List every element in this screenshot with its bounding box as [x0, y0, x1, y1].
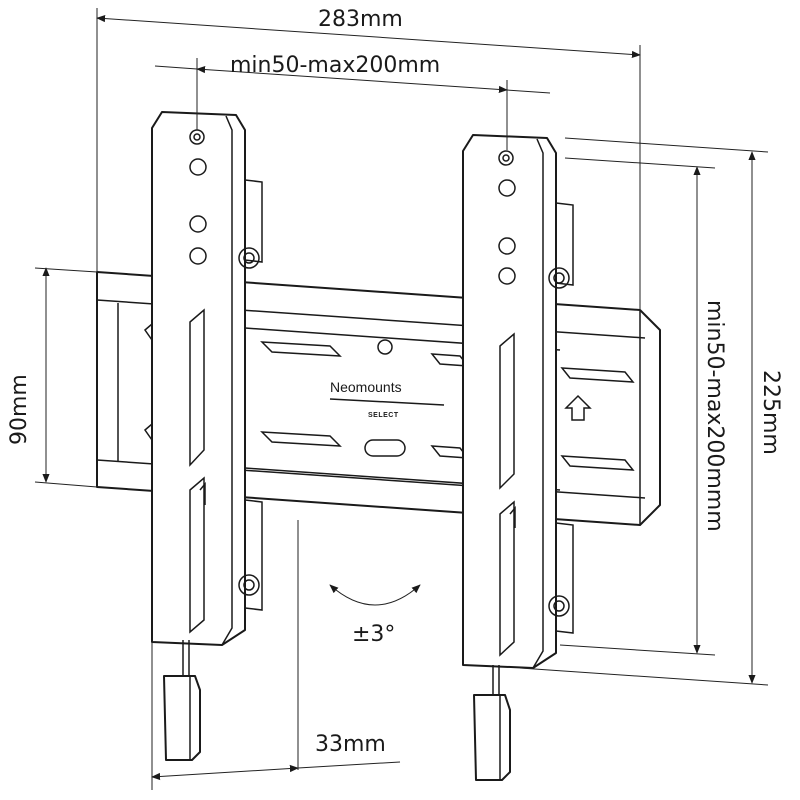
dim-overall-width: 283mm: [96, 7, 641, 310]
dim-vesa-height-label: min50-max200mmm: [702, 300, 727, 532]
dim-overall-height-label: 225mm: [758, 370, 783, 455]
right-bracket: [462, 134, 574, 669]
right-safety-lock: [473, 665, 511, 781]
brand-sub: SELECT: [368, 412, 399, 419]
dim-wall-depth: 33mm: [151, 520, 401, 790]
up-arrow-icon: [564, 394, 592, 421]
dim-vesa-height: min50-max200mmm: [559, 157, 727, 656]
dim-vesa-width-label: min50-max200mm: [230, 53, 440, 78]
brand-logo: Neomounts SELECT: [329, 379, 445, 419]
dim-vesa-width: min50-max200mm: [154, 53, 551, 150]
dim-wall-depth-label: 33mm: [315, 732, 386, 757]
dim-tilt: ±3°: [329, 584, 421, 647]
dim-rail-height-label: 90mm: [7, 374, 32, 445]
dim-overall-width-label: 283mm: [318, 7, 403, 32]
left-safety-lock: [163, 640, 201, 761]
left-bracket: [151, 111, 263, 646]
dim-overall-height: 225mm: [519, 137, 783, 686]
dim-rail-height: 90mm: [7, 267, 98, 488]
dim-tilt-label: ±3°: [352, 622, 395, 647]
brand-name: Neomounts: [330, 379, 402, 395]
